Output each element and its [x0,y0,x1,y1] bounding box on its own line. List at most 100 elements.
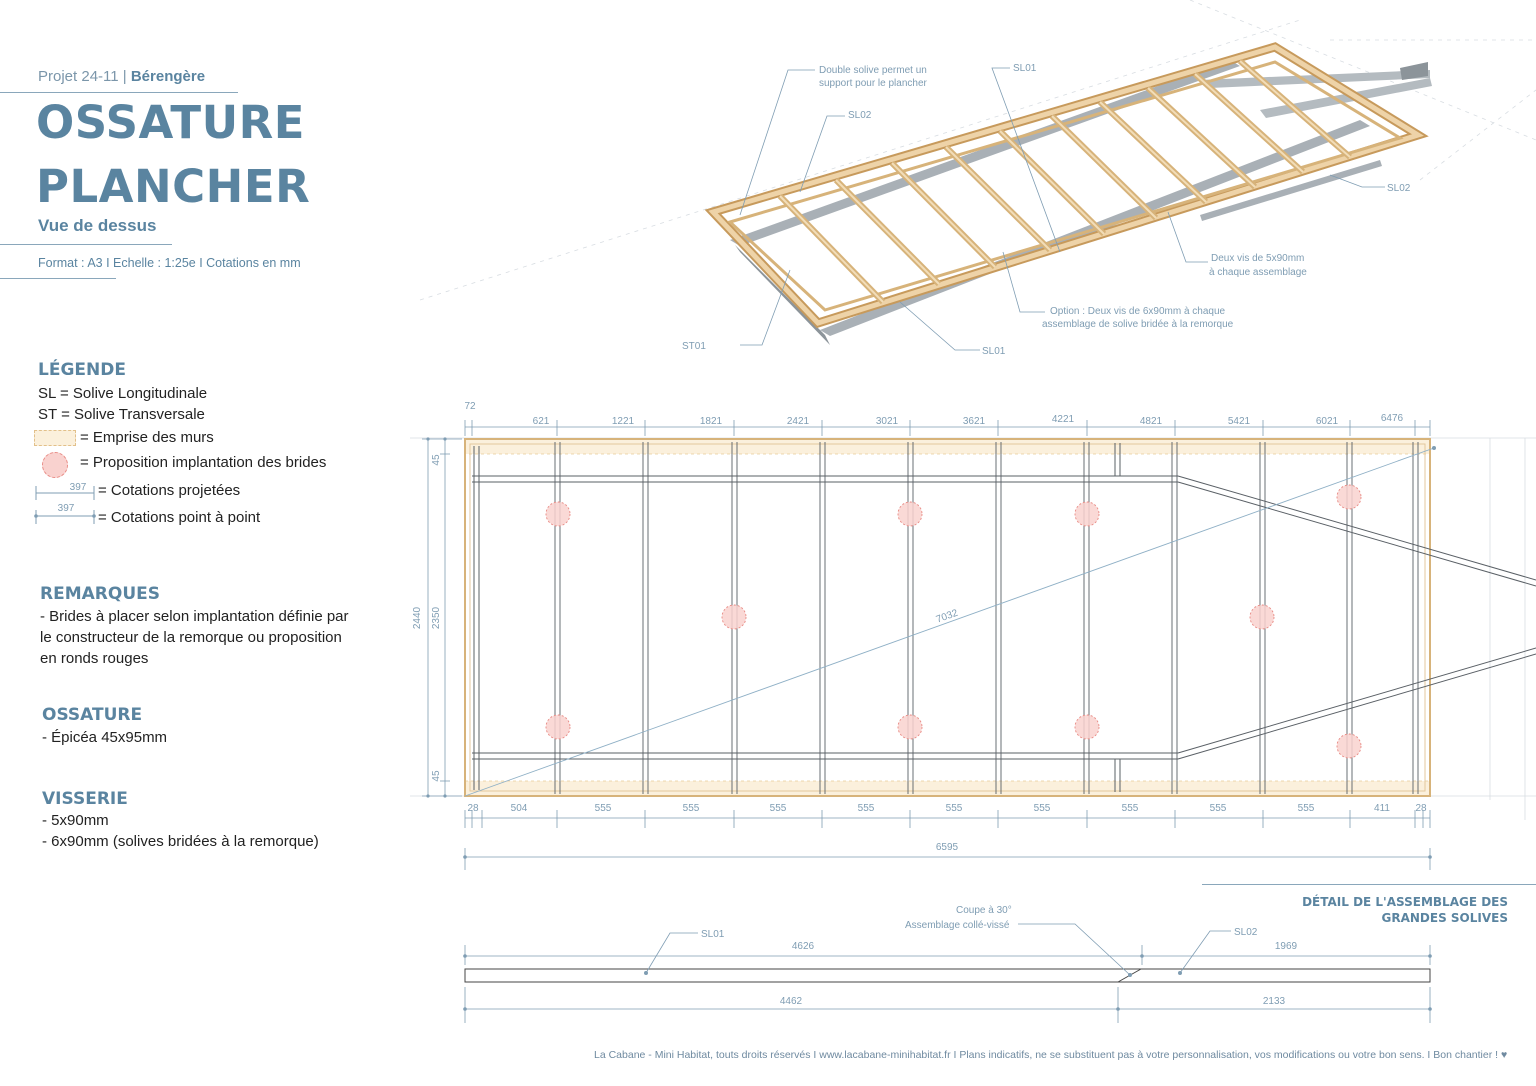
plan-flange-markers [545,484,1362,759]
dim-top-5: 3021 [876,416,899,427]
dim-width-outer: 2440 [412,606,423,629]
dim-bottom-6: 555 [946,803,963,814]
page-title-line2: PLANCHER [36,160,311,213]
dim-bottom-4: 555 [770,803,787,814]
project-prefix: Projet 24-11 | [38,68,127,85]
legend-dim-samples: 397 397 [34,482,96,524]
title-rule-bottom [0,278,116,279]
isometric-view: Double solive permet un support pour le … [419,0,1536,357]
screws-heading: VISSERIE [42,789,128,809]
iso-floor-frame [704,42,1429,329]
legend-flange-swatch [42,452,68,478]
dim-top-4: 2421 [787,416,810,427]
iso-callout-st01: ST01 [682,341,706,352]
wall-zone-top [464,438,1431,455]
legend-heading: LÉGENDE [38,360,126,380]
dim-bottom-11: 411 [1374,803,1390,814]
legend-projected: = Cotations projetées [98,482,241,499]
dim-top-8: 4821 [1140,416,1163,427]
flange-marker [545,501,571,527]
iso-callout-double-joist-2: support pour le plancher [819,78,928,89]
detail-title-line2: GRANDES SOLIVES [1381,911,1508,925]
remarks-line-3: en ronds rouges [40,650,149,667]
title-rule-top [0,92,238,93]
flange-marker [897,714,923,740]
page-subtitle: Vue de dessus [38,216,157,235]
project-name: Bérengère [130,68,206,85]
flange-marker [897,501,923,527]
legend-wall-swatch [34,430,76,446]
dim-top-1: 621 [533,416,550,427]
iso-callout-double-joist-1: Double solive permet un [819,65,927,76]
page-title-line1: OSSATURE [36,96,306,149]
detail-rule [1202,884,1536,885]
iso-callout-screws-2: à chaque assemblage [1209,267,1307,278]
flange-marker [721,604,747,630]
iso-callout-sl01-bottom: SL01 [982,346,1006,357]
dim-bottom-0: 28 [467,803,479,814]
dim-bottom-8: 555 [1122,803,1139,814]
screws-line-2: - 6x90mm (solives bridées à la remorque) [42,833,319,850]
dim-width-inner: 2350 [431,606,442,629]
footer-text: La Cabane - Mini Habitat, touts droits r… [594,1049,1508,1061]
project-label: Projet 24-11 | Bérengère [38,68,205,85]
iso-callout-option-1: Option : Deux vis de 6x90mm à chaque [1050,306,1226,317]
dim-bottom-12: 28 [1415,803,1427,814]
dim-top-9: 5421 [1228,416,1251,427]
frame-line-1: - Épicéa 45x95mm [42,729,168,746]
legend-point: = Cotations point à point [98,509,261,526]
detail-dim-top-right: 1969 [1275,941,1298,952]
frame-heading: OSSATURE [42,705,143,725]
detail-dim-bottom-left: 4462 [780,996,803,1007]
dim-top-10: 6021 [1316,416,1339,427]
format-line: Format : A3 I Echelle : 1:25e I Cotation… [38,256,301,270]
flange-marker [1074,714,1100,740]
flange-marker [1074,501,1100,527]
iso-callout-sl01-top: SL01 [1013,63,1037,74]
dim-top-2: 1221 [612,416,635,427]
legend-dim-sample-2: 397 [58,503,75,514]
remarks-line-2: le constructeur de la remorque ou propos… [40,629,342,646]
dim-edge-top: 45 [431,454,442,466]
detail-cut-note-2: Assemblage collé-vissé [905,920,1010,931]
remarks-heading: REMARQUES [40,584,160,604]
detail-sl02: SL02 [1234,927,1258,938]
wall-zone-bottom [464,780,1431,797]
iso-callout-option-2: assemblage de solive bridée à la remorqu… [1042,319,1234,330]
legend-flanges: = Proposition implantation des brides [80,454,327,471]
dim-top-3: 1821 [700,416,723,427]
legend-st: ST = Solive Transversale [38,406,205,423]
dim-bottom-7: 555 [1034,803,1051,814]
remarks-line-1: - Brides à placer selon implantation déf… [40,608,349,625]
detail-cut-note-1: Coupe à 30° [956,905,1012,916]
title-rule-mid [0,244,172,245]
detail-sl01: SL01 [701,929,725,940]
dim-top-7: 4221 [1052,414,1075,425]
legend-walls: = Emprise des murs [80,429,214,446]
plan-view: 7032 2440 2350 45 45 [410,401,1536,870]
dim-bottom-9: 555 [1210,803,1227,814]
dim-top-11: 6476 [1381,413,1404,424]
dim-edge-bottom: 45 [431,770,442,782]
legend-dim-sample-1: 397 [70,482,87,493]
flange-marker [545,714,571,740]
dim-top-0: 72 [464,401,476,412]
detail-title-line1: DÉTAIL DE L'ASSEMBLAGE DES [1302,895,1508,909]
flange-marker [1249,604,1275,630]
flange-marker [1336,733,1362,759]
detail-dim-top-left: 4626 [792,941,815,952]
plan-diagonal [464,447,1435,797]
iso-callout-sl02-left: SL02 [848,110,872,121]
iso-callout-screws-1: Deux vis de 5x90mm [1211,253,1304,264]
flange-marker [1336,484,1362,510]
detail-view: Coupe à 30° Assemblage collé-vissé SL01 … [463,905,1432,1023]
detail-title: DÉTAIL DE L'ASSEMBLAGE DES GRANDES SOLIV… [1210,894,1508,926]
detail-dim-bottom-right: 2133 [1263,996,1286,1007]
plan-joists [554,442,1419,794]
legend-sl: SL = Solive Longitudinale [38,385,208,402]
dim-bottom-2: 555 [595,803,612,814]
screws-line-1: - 5x90mm [42,812,109,829]
plan-outer-frame [464,438,1431,797]
detail-beam [464,968,1431,983]
dim-top-6: 3621 [963,416,986,427]
